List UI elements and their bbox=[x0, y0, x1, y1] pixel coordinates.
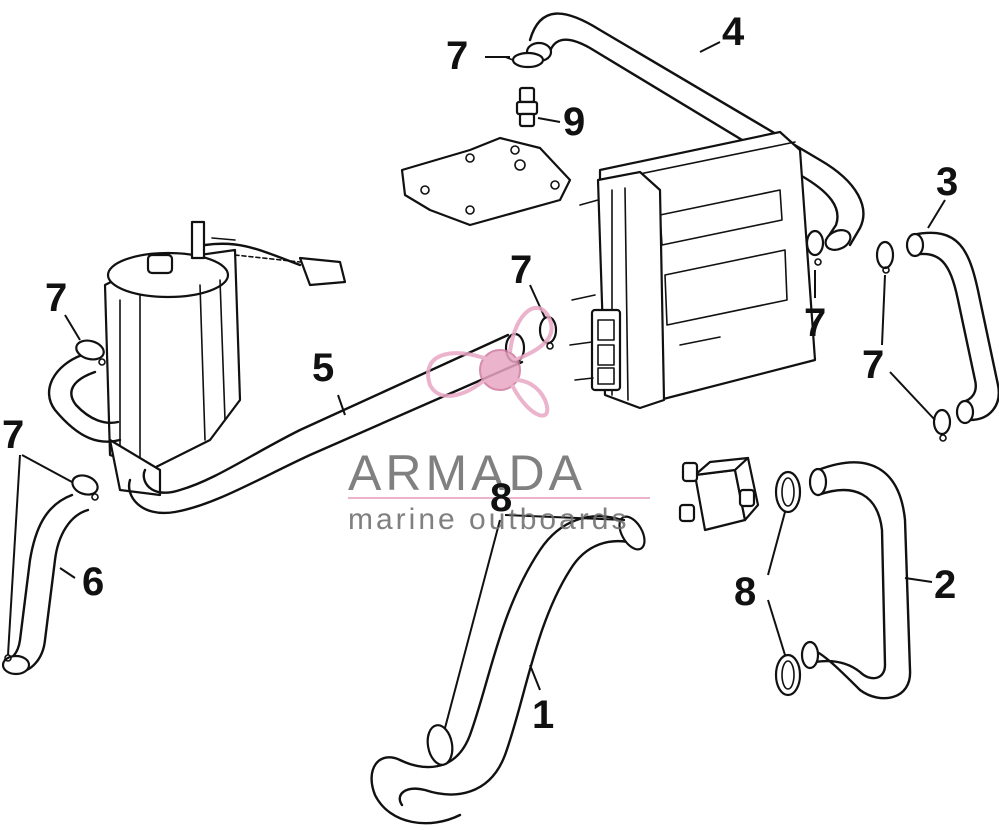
hose-2 bbox=[800, 461, 912, 700]
clamp-7-left-top bbox=[75, 339, 106, 366]
callout-7-ecm: 7 bbox=[804, 301, 827, 345]
callout-1: 1 bbox=[532, 693, 555, 737]
clamp-7-left-mid bbox=[71, 474, 99, 501]
leader-lines bbox=[7, 41, 946, 729]
callout-7-left: 7 bbox=[2, 413, 25, 457]
clamp-8-lower bbox=[774, 653, 802, 697]
watermark-subtitle: marine outboards bbox=[348, 503, 630, 536]
hose-3 bbox=[905, 231, 999, 425]
clamp-8-upper bbox=[774, 470, 802, 514]
vst-assembly bbox=[103, 220, 347, 497]
hose-1 bbox=[370, 515, 646, 825]
watermark-logo-icon bbox=[348, 305, 650, 499]
sensor-block bbox=[678, 456, 760, 532]
callout-7-mid: 7 bbox=[510, 248, 533, 292]
callout-8-right: 8 bbox=[734, 570, 757, 614]
hose-6 bbox=[3, 493, 90, 674]
hose-left-loop bbox=[47, 353, 122, 443]
clamp-7-top bbox=[504, 51, 545, 69]
callout-2: 2 bbox=[934, 563, 957, 607]
callout-7-right: 7 bbox=[862, 343, 885, 387]
callout-7-left-top: 7 bbox=[45, 276, 68, 320]
clamp-7-left-bottom bbox=[1, 654, 31, 676]
callout-6: 6 bbox=[82, 560, 105, 604]
fitting-9 bbox=[515, 86, 539, 128]
callout-8-center: 8 bbox=[490, 476, 513, 520]
callout-9: 9 bbox=[563, 100, 586, 144]
callout-5: 5 bbox=[312, 346, 335, 390]
clamp-7-right-lower bbox=[932, 408, 952, 442]
watermark-title: ARMADA bbox=[348, 445, 586, 501]
clamp-7-ecm bbox=[805, 229, 825, 266]
callout-7-top: 7 bbox=[446, 34, 469, 78]
callout-4: 4 bbox=[722, 10, 745, 54]
clamp-7-right-upper bbox=[875, 240, 895, 274]
cover-plate bbox=[400, 136, 572, 227]
callout-3: 3 bbox=[936, 160, 959, 204]
ecm-module bbox=[569, 130, 817, 410]
